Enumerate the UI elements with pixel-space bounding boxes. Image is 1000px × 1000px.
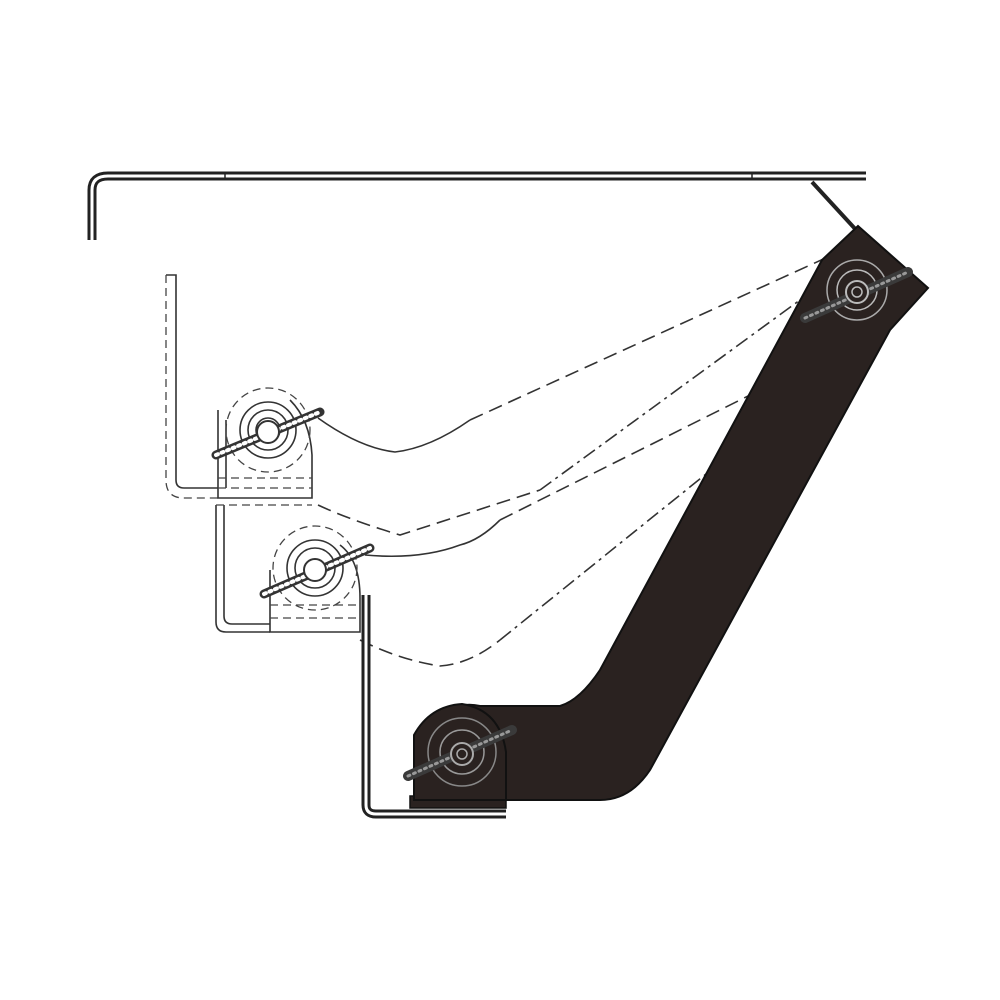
ghost-bracket-upper (165, 274, 313, 499)
top-rail (87, 171, 866, 240)
pivot-bolt-icon (256, 420, 280, 444)
pivot-bolt-icon (450, 742, 474, 766)
arm-top-pivot (800, 259, 913, 323)
ghost-pivot-upper (211, 387, 325, 473)
pivot-bolt-icon (303, 558, 327, 582)
base-bracket (361, 595, 517, 819)
pivot-bolt-icon (845, 280, 869, 304)
ghost-bracket-lower (215, 504, 361, 633)
arm (421, 224, 930, 801)
base-pivot (403, 717, 517, 787)
ghost-pivot-lower (259, 525, 375, 611)
